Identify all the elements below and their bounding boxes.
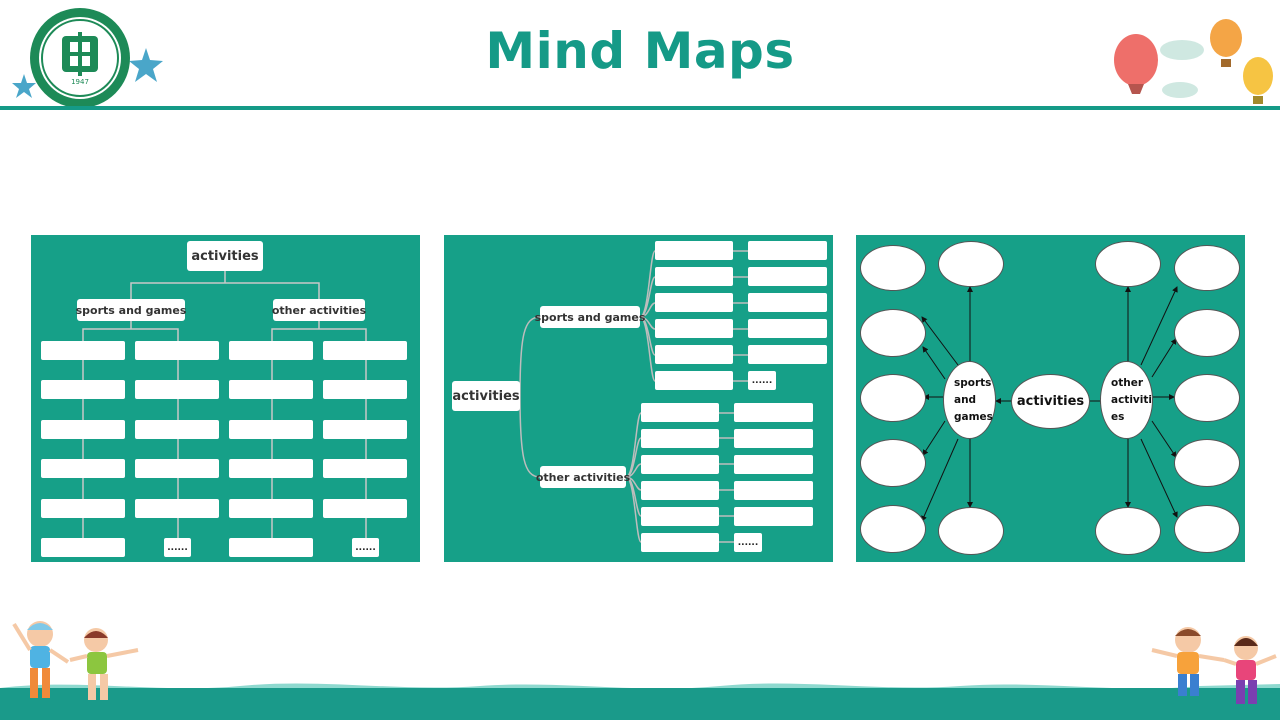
school-logo: 1947: [8, 6, 173, 110]
more-box: ......: [748, 371, 776, 390]
answer-box[interactable]: [655, 267, 733, 286]
children-left-illustration: [8, 612, 148, 712]
branch-other-activities: other activities: [272, 299, 366, 321]
root-node: activities: [452, 381, 520, 411]
answer-bubble[interactable]: [860, 245, 926, 291]
answer-box[interactable]: [229, 341, 313, 360]
mind-map-bubble: sports and games activities other activi…: [856, 235, 1245, 562]
answer-box[interactable]: [641, 507, 719, 526]
answer-bubble[interactable]: [860, 439, 926, 487]
answer-bubble[interactable]: [860, 505, 926, 553]
answer-box[interactable]: [323, 499, 407, 518]
answer-box[interactable]: [655, 371, 733, 390]
answer-box[interactable]: [748, 241, 827, 260]
answer-box[interactable]: [229, 499, 313, 518]
answer-bubble[interactable]: [860, 374, 926, 422]
answer-box[interactable]: [229, 538, 313, 557]
answer-box[interactable]: [135, 341, 219, 360]
answer-box[interactable]: [734, 481, 813, 500]
answer-box[interactable]: [734, 507, 813, 526]
answer-box[interactable]: [41, 499, 125, 518]
left-branch-node: sports and games: [943, 361, 996, 439]
answer-box[interactable]: [135, 380, 219, 399]
footer-band: [0, 688, 1280, 720]
answer-box[interactable]: [323, 459, 407, 478]
branch-sports-games: sports and games: [76, 299, 186, 321]
answer-bubble[interactable]: [1174, 309, 1240, 357]
answer-box[interactable]: [135, 459, 219, 478]
right-branch-node: other activiti es: [1100, 361, 1153, 439]
mind-map-tree: activities sports and games other activi…: [31, 235, 420, 562]
answer-box[interactable]: [655, 293, 733, 312]
answer-box[interactable]: [641, 429, 719, 448]
answer-box[interactable]: [655, 345, 733, 364]
answer-box[interactable]: [641, 403, 719, 422]
answer-box[interactable]: [323, 341, 407, 360]
answer-box[interactable]: [748, 267, 827, 286]
answer-box[interactable]: [655, 241, 733, 260]
root-node: activities: [187, 241, 263, 271]
answer-box[interactable]: [748, 319, 827, 338]
answer-box[interactable]: [41, 380, 125, 399]
answer-bubble[interactable]: [1095, 507, 1161, 555]
more-box: ......: [734, 533, 762, 552]
answer-bubble[interactable]: [1174, 245, 1240, 291]
answer-box[interactable]: [641, 533, 719, 552]
answer-box[interactable]: [41, 538, 125, 557]
answer-box[interactable]: [323, 420, 407, 439]
answer-box[interactable]: [135, 420, 219, 439]
balloons-decoration: [1108, 18, 1280, 106]
answer-box[interactable]: [655, 319, 733, 338]
answer-box[interactable]: [41, 341, 125, 360]
answer-bubble[interactable]: [938, 241, 1004, 287]
answer-box[interactable]: [748, 293, 827, 312]
logo-year: 1947: [71, 78, 89, 86]
page-title: Mind Maps: [485, 22, 795, 80]
answer-box[interactable]: [641, 481, 719, 500]
more-box: ......: [164, 538, 191, 557]
answer-box[interactable]: [41, 420, 125, 439]
branch-sports-games: sports and games: [535, 306, 645, 328]
answer-box[interactable]: [734, 429, 813, 448]
answer-bubble[interactable]: [1095, 241, 1161, 287]
answer-bubble[interactable]: [938, 507, 1004, 555]
center-node: activities: [1011, 374, 1090, 429]
answer-box[interactable]: [229, 380, 313, 399]
mind-map-horizontal: activities sports and games other activi…: [444, 235, 833, 562]
branch-other-activities: other activities: [536, 466, 630, 488]
answer-box[interactable]: [734, 455, 813, 474]
answer-box[interactable]: [229, 420, 313, 439]
answer-box[interactable]: [734, 403, 813, 422]
answer-bubble[interactable]: [860, 309, 926, 357]
answer-box[interactable]: [229, 459, 313, 478]
answer-bubble[interactable]: [1174, 374, 1240, 422]
answer-box[interactable]: [323, 380, 407, 399]
children-right-illustration: [1146, 620, 1280, 712]
more-box: ......: [352, 538, 379, 557]
answer-box[interactable]: [135, 499, 219, 518]
answer-box[interactable]: [641, 455, 719, 474]
answer-box[interactable]: [748, 345, 827, 364]
answer-box[interactable]: [41, 459, 125, 478]
header-divider: [0, 106, 1280, 110]
answer-bubble[interactable]: [1174, 505, 1240, 553]
answer-bubble[interactable]: [1174, 439, 1240, 487]
